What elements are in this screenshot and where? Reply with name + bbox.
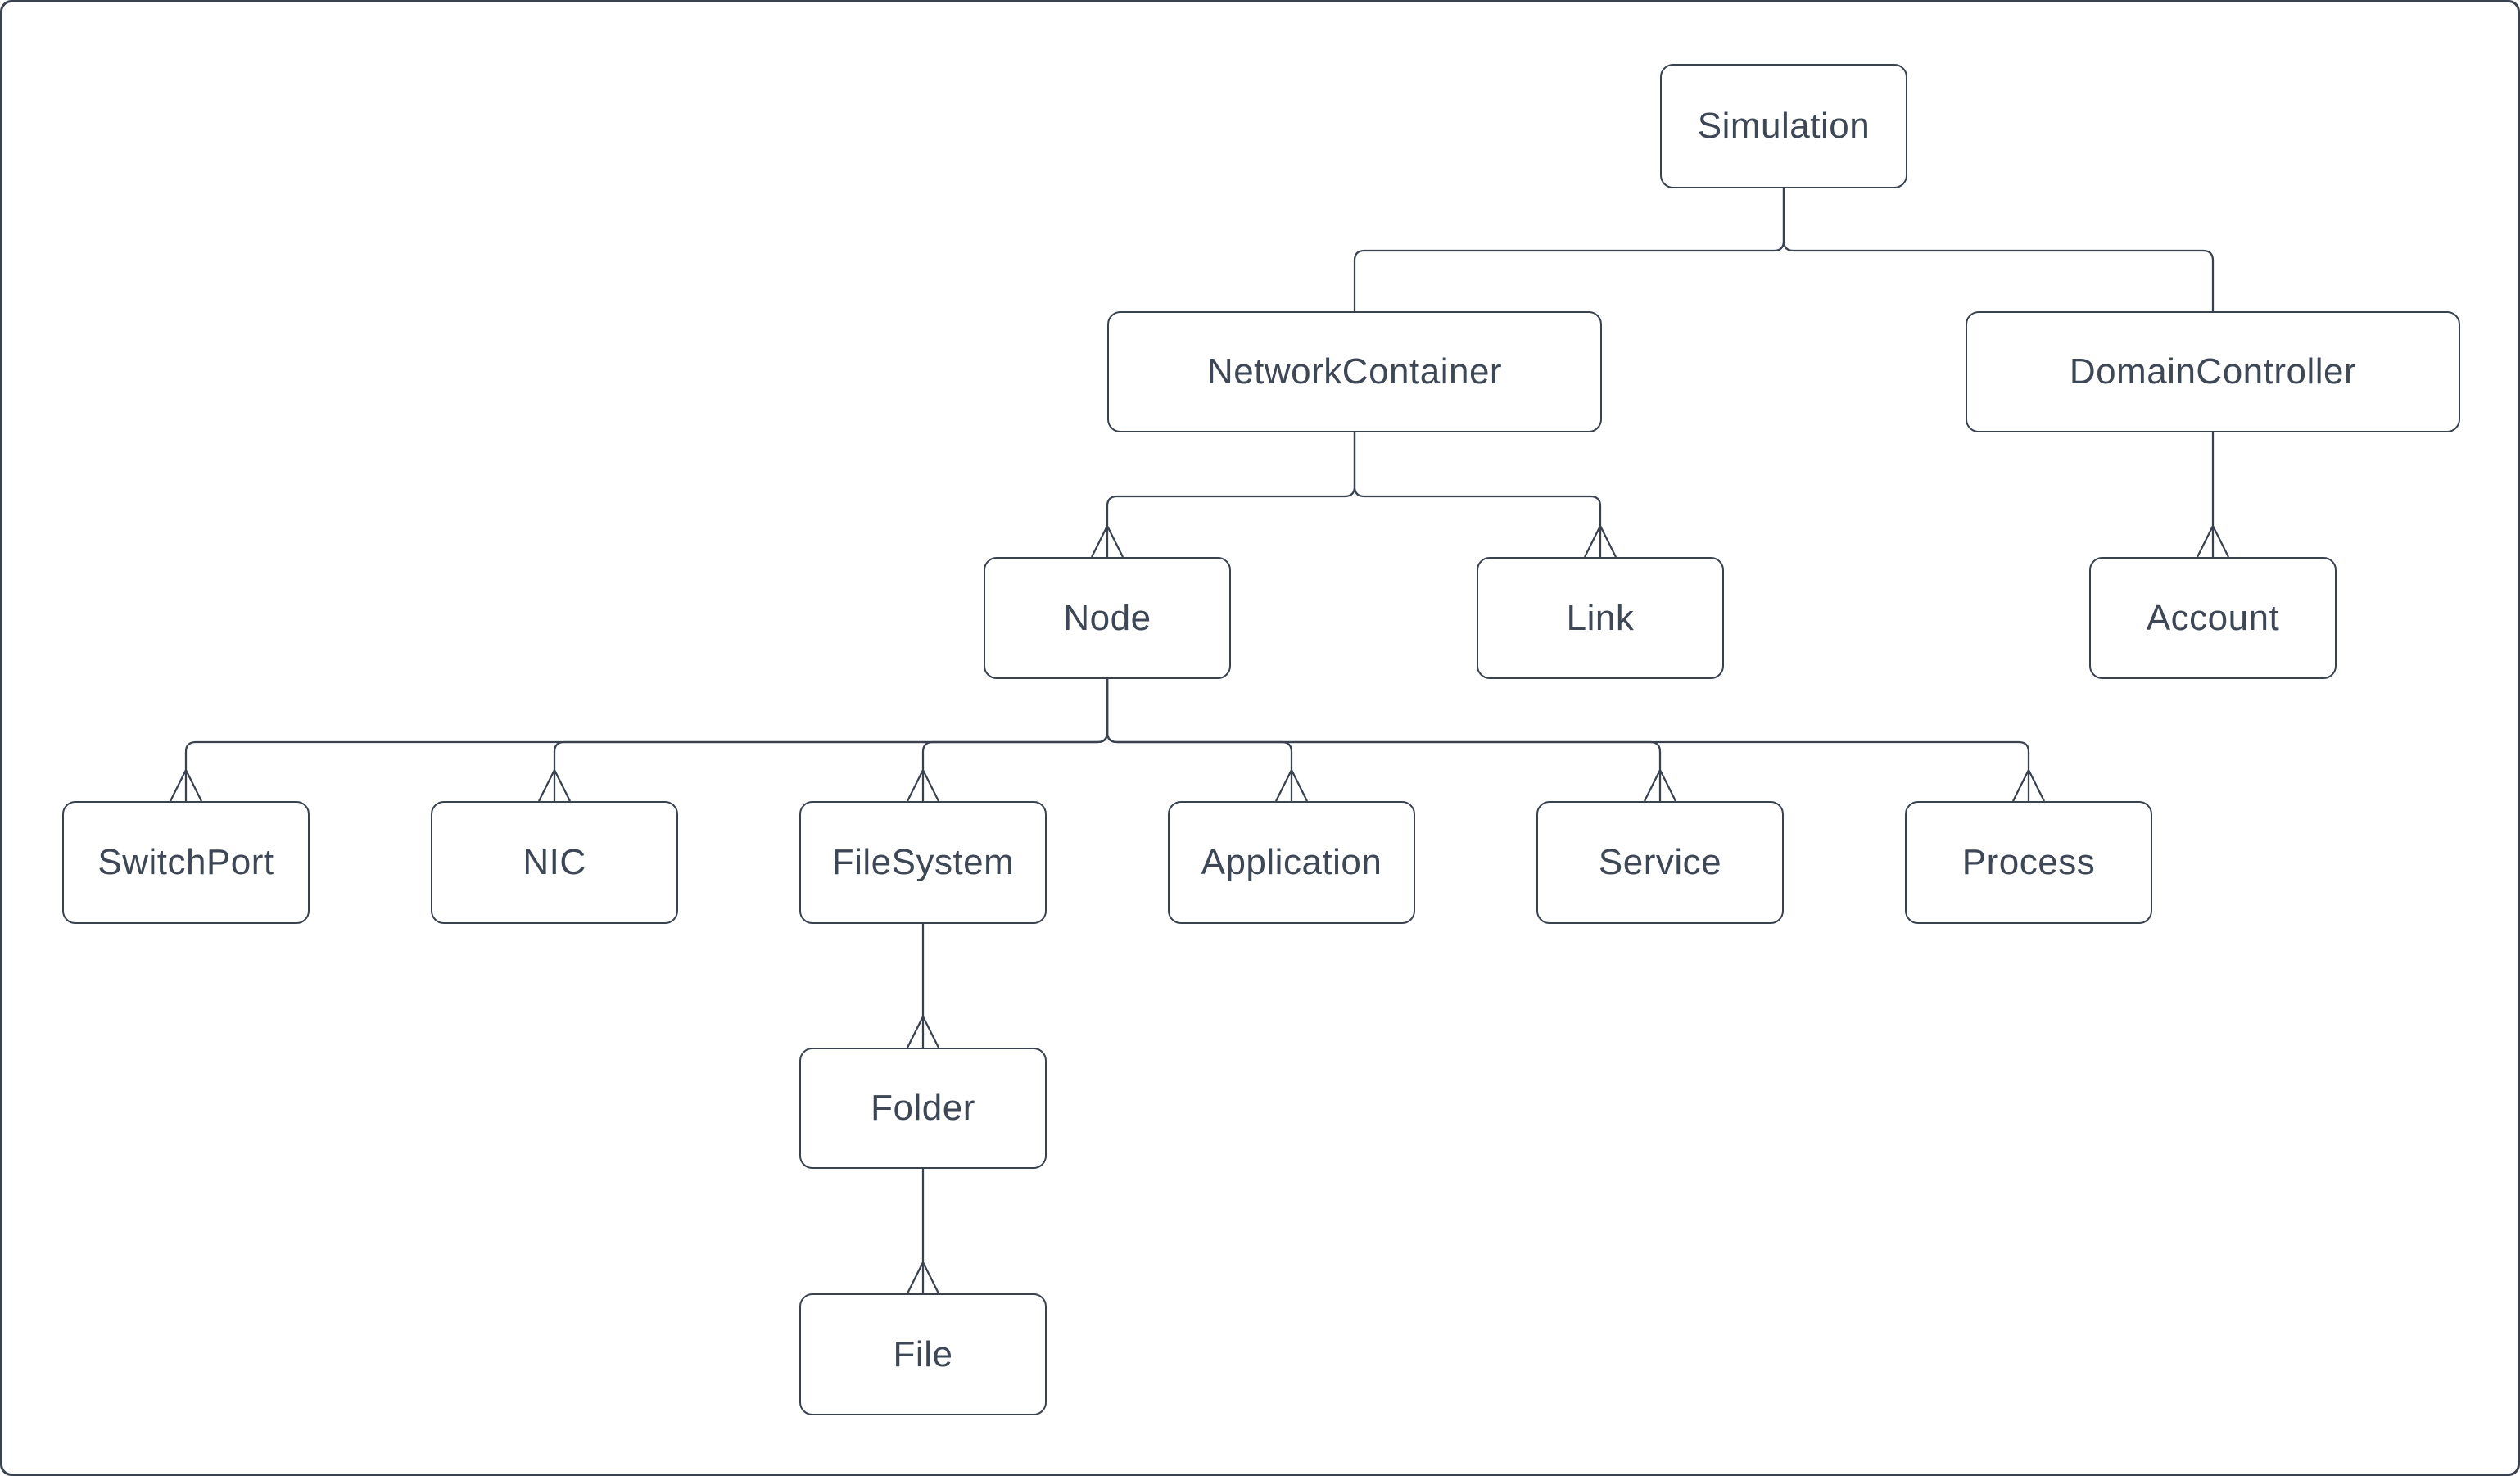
connector-simulation-networkcontainer (1353, 188, 1785, 311)
connector-node-service (1106, 679, 1677, 802)
connector-networkcontainer-node (1090, 432, 1356, 558)
node-box-service[interactable]: Service (1536, 801, 1784, 924)
node-box-folder[interactable]: Folder (799, 1048, 1047, 1169)
node-box-simulation[interactable]: Simulation (1660, 64, 1907, 188)
connector-node-process (1106, 679, 2046, 802)
node-box-network-container[interactable]: NetworkContainer (1107, 311, 1602, 432)
connector-folder-file (906, 1169, 940, 1294)
connector-node-nic (537, 679, 1109, 802)
node-box-nic[interactable]: NIC (431, 801, 678, 924)
connector-node-application (1106, 679, 1309, 802)
connector-simulation-domaincontroller (1782, 188, 2215, 311)
connector-filesystem-folder (906, 924, 940, 1048)
node-box-switch-port[interactable]: SwitchPort (62, 801, 310, 924)
node-box-file-system[interactable]: FileSystem (799, 801, 1047, 924)
node-box-domain-controller[interactable]: DomainController (1966, 311, 2460, 432)
connector-node-filesystem (906, 679, 1109, 802)
node-box-file[interactable]: File (799, 1293, 1047, 1415)
node-box-link[interactable]: Link (1477, 557, 1724, 679)
connector-networkcontainer-link (1353, 432, 1617, 558)
node-box-process[interactable]: Process (1905, 801, 2152, 924)
node-box-account[interactable]: Account (2089, 557, 2337, 679)
connector-domaincontroller-account (2196, 432, 2230, 558)
node-box-node[interactable]: Node (984, 557, 1231, 679)
node-box-application[interactable]: Application (1168, 801, 1415, 924)
connector-node-switchport (169, 679, 1109, 802)
